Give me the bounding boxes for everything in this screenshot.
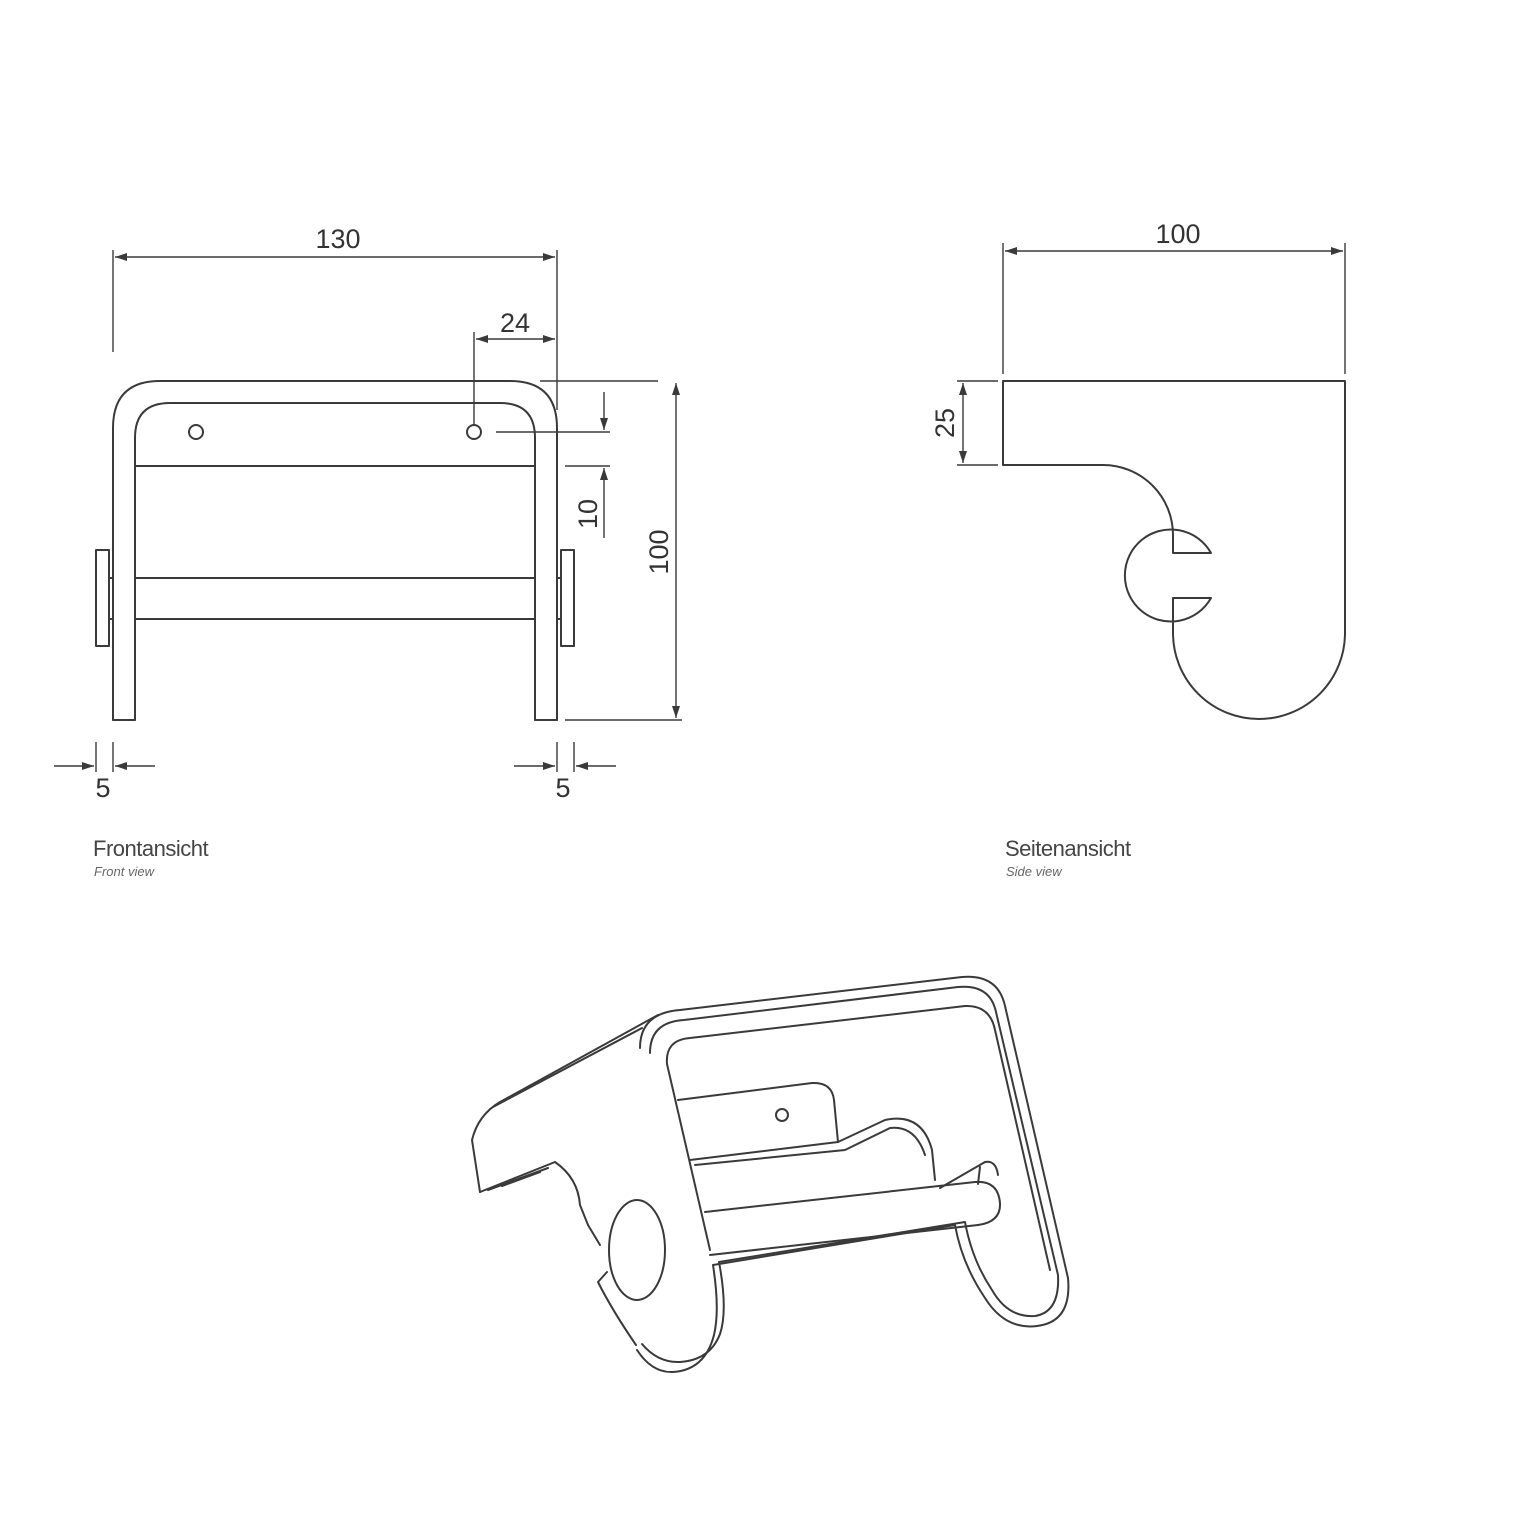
side-view-drawing: 100 25 <box>930 219 1346 720</box>
front-view-drawing: 130 24 100 10 5 5 <box>54 224 682 803</box>
dim-top-height: 25 <box>930 408 960 438</box>
iso-paper-guide <box>689 1117 936 1181</box>
iso-frame-opening <box>665 1004 1051 1271</box>
front-view-caption: Frontansicht <box>93 836 209 861</box>
dim-right-thickness: 5 <box>555 773 570 803</box>
iso-top-surface <box>471 1014 659 1193</box>
iso-plate-inner <box>641 985 1060 1364</box>
iso-underside <box>479 1161 589 1226</box>
side-profile <box>1002 380 1346 720</box>
iso-mounting-hole <box>775 1108 789 1122</box>
iso-roll-bar <box>704 1180 1002 1256</box>
isometric-view-drawing <box>471 975 1070 1374</box>
iso-plate-outer <box>636 975 1070 1374</box>
front-bracket-inner <box>134 402 536 721</box>
front-mounting-hole-right <box>466 424 482 440</box>
dim-overall-height: 100 <box>644 529 674 574</box>
front-knob-left <box>95 549 110 647</box>
front-view-caption-sub: Front view <box>94 864 154 879</box>
front-mounting-hole-left <box>188 424 204 440</box>
dim-overall-width: 130 <box>315 224 360 254</box>
front-knob-right <box>560 549 575 647</box>
side-view-caption: Seitenansicht <box>1005 836 1131 861</box>
dim-hole-drop: 10 <box>573 499 603 529</box>
front-bracket-outer <box>112 380 558 721</box>
iso-knob <box>608 1199 666 1301</box>
dim-hole-offset: 24 <box>500 308 530 338</box>
iso-wall-plate <box>677 1081 839 1143</box>
side-view-caption-sub: Side view <box>1006 864 1062 879</box>
dim-left-thickness: 5 <box>95 773 110 803</box>
dim-overall-depth: 100 <box>1155 219 1200 249</box>
